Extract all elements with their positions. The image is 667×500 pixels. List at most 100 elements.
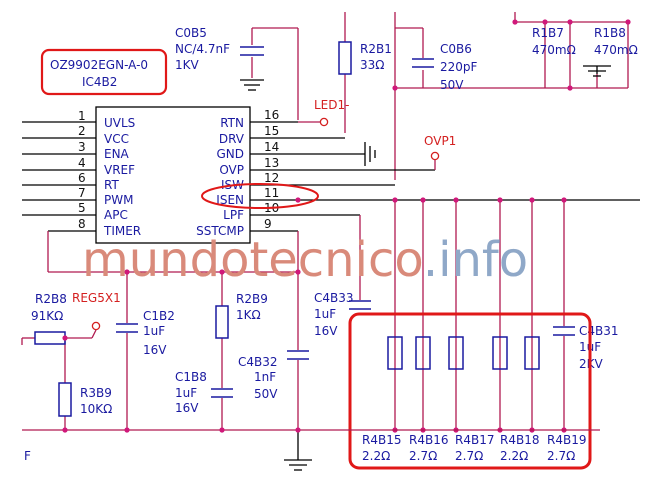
resistor-r2b8: R2B8 91KΩ [31,292,67,345]
r4b19-ref: R4B19 [547,433,586,447]
c1b2-ref: C1B2 [143,309,175,323]
r3b9-value: 10KΩ [80,402,112,416]
r4b17-ref: R4B17 [455,433,494,447]
net-ovp1: OVP1 [424,134,456,170]
pin-name-right: SSTCMP [196,224,244,238]
resistor-r2b9: R2B9 1KΩ [215,292,268,339]
c4b32-ref: C4B32 [238,355,278,369]
r4b17-value: 2.7Ω [455,449,483,463]
r2b1-ref: R2B1 [360,42,392,56]
junctions-lower [62,197,301,433]
pin-name-right: OVP [219,163,244,177]
watermark-text-main: mundotecnico [82,232,423,288]
ground-symbol [240,79,264,91]
c0b5-ref: C0B5 [175,26,207,40]
resistor-r2b1: R2B1 33Ω [338,41,392,75]
c0b6-ref: C0B6 [440,42,472,56]
r4b16-ref: R4B16 [409,433,448,447]
pin-name-right: DRV [219,132,245,146]
c4b33-rating: 16V [314,324,338,338]
c0b5-value: NC/4.7nF [175,42,230,56]
pin-number-left: 8 [78,217,86,231]
c1b8-rating: 16V [175,401,199,415]
c1b8-ref: C1B8 [175,370,207,384]
led1-label: LED1- [314,98,349,112]
r4b15-value: 2.2Ω [362,449,390,463]
ic-oz9902: 1 UVLS 2 VCC 3 ENA 4 VREF 6 RT 7 PWM 5 A… [22,106,640,244]
capacitor-c4b33: C4B33 1uF 16V [314,291,371,338]
c1b2-value: 1uF [143,324,165,338]
pin-number-left: 4 [78,156,86,170]
edge-label-fragment: F [24,449,31,463]
junctions-top [392,19,631,91]
resistor-r4b19 [524,336,540,370]
ground-symbol [583,65,611,77]
reg5x1-label: REG5X1 [72,291,121,305]
isen-highlight [201,183,319,209]
capacitor-c1b2: C1B2 1uF 16V [116,309,175,357]
c4b32-rating: 50V [254,387,278,401]
c1b8-value: 1uF [175,386,197,400]
pin-name-left: VCC [104,132,129,146]
r1b8-value: 470mΩ [594,43,638,57]
pin-name-left: PWM [104,193,133,207]
capacitor-c4b32: C4B32 1nF 50V [238,350,309,401]
resistor-r4b16 [415,336,431,370]
resistor-r1b8: R1B8 470mΩ [594,26,638,57]
pin-name-right: ISEN [216,193,244,207]
capacitor-c0b5: C0B5 NC/4.7nF 1KV [175,26,264,72]
watermark: mundotecnico.info [82,232,528,288]
watermark-text-domain: .info [423,232,528,288]
ground-symbol [284,430,312,471]
resistor-r4b17 [448,336,464,370]
r4b15-ref: R4B15 [362,433,401,447]
r4b18-value: 2.2Ω [500,449,528,463]
pin-number-right: 14 [264,140,279,154]
r3b9-ref: R3B9 [80,386,112,400]
pin-number-left: 3 [78,140,86,154]
ovp1-label: OVP1 [424,134,456,148]
pin-number-right: 16 [264,108,279,122]
r4b18-ref: R4B18 [500,433,539,447]
capacitor-c0b6: C0B6 220pF 50V [412,42,478,92]
pin-number-right: 12 [264,171,279,185]
pin-number-left: 7 [78,186,86,200]
resistor-r1b7: R1B7 470mΩ [532,26,576,57]
pin-number-left: 5 [78,201,86,215]
pin-name-left: APC [104,208,128,222]
pin-number-left: 1 [78,109,86,123]
r2b8-value: 91KΩ [31,309,63,323]
ic-ref: IC4B2 [82,75,117,89]
pin-number-right: 15 [264,124,279,138]
c1b2-rating: 16V [143,343,167,357]
capacitor-c1b8: C1B8 1uF 16V [175,370,233,415]
sense-bank-highlight [348,312,592,470]
c4b31-ref: C4B31 [579,324,619,338]
pin-number-right: 11 [264,186,279,200]
pin-name-left: UVLS [104,116,135,130]
c4b32-value: 1nF [254,370,276,384]
pin-number-left: 6 [78,171,86,185]
ic-part-number: OZ9902EGN-A-0 [50,58,148,72]
pin-name-left: ENA [104,147,130,161]
r2b9-value: 1KΩ [236,308,261,322]
pin-name-left: VREF [104,163,135,177]
pin-name-left: RT [104,178,119,192]
c0b6-value: 220pF [440,60,478,74]
resistor-r4b15 [387,336,403,370]
r4b16-value: 2.7Ω [409,449,437,463]
pin-name-right: RTN [220,116,244,130]
pin-number-right: 9 [264,217,272,231]
c4b33-value: 1uF [314,307,336,321]
pin-name-left: TIMER [103,224,141,238]
r2b1-value: 33Ω [360,58,384,72]
r2b9-ref: R2B9 [236,292,268,306]
r4b19-value: 2.7Ω [547,449,575,463]
ground-symbol [364,142,376,166]
r2b8-ref: R2B8 [35,292,67,306]
net-reg5x1: REG5X1 [72,291,121,339]
r1b8-ref: R1B8 [594,26,626,40]
r1b7-value: 470mΩ [532,43,576,57]
resistor-r4b18 [492,336,508,370]
